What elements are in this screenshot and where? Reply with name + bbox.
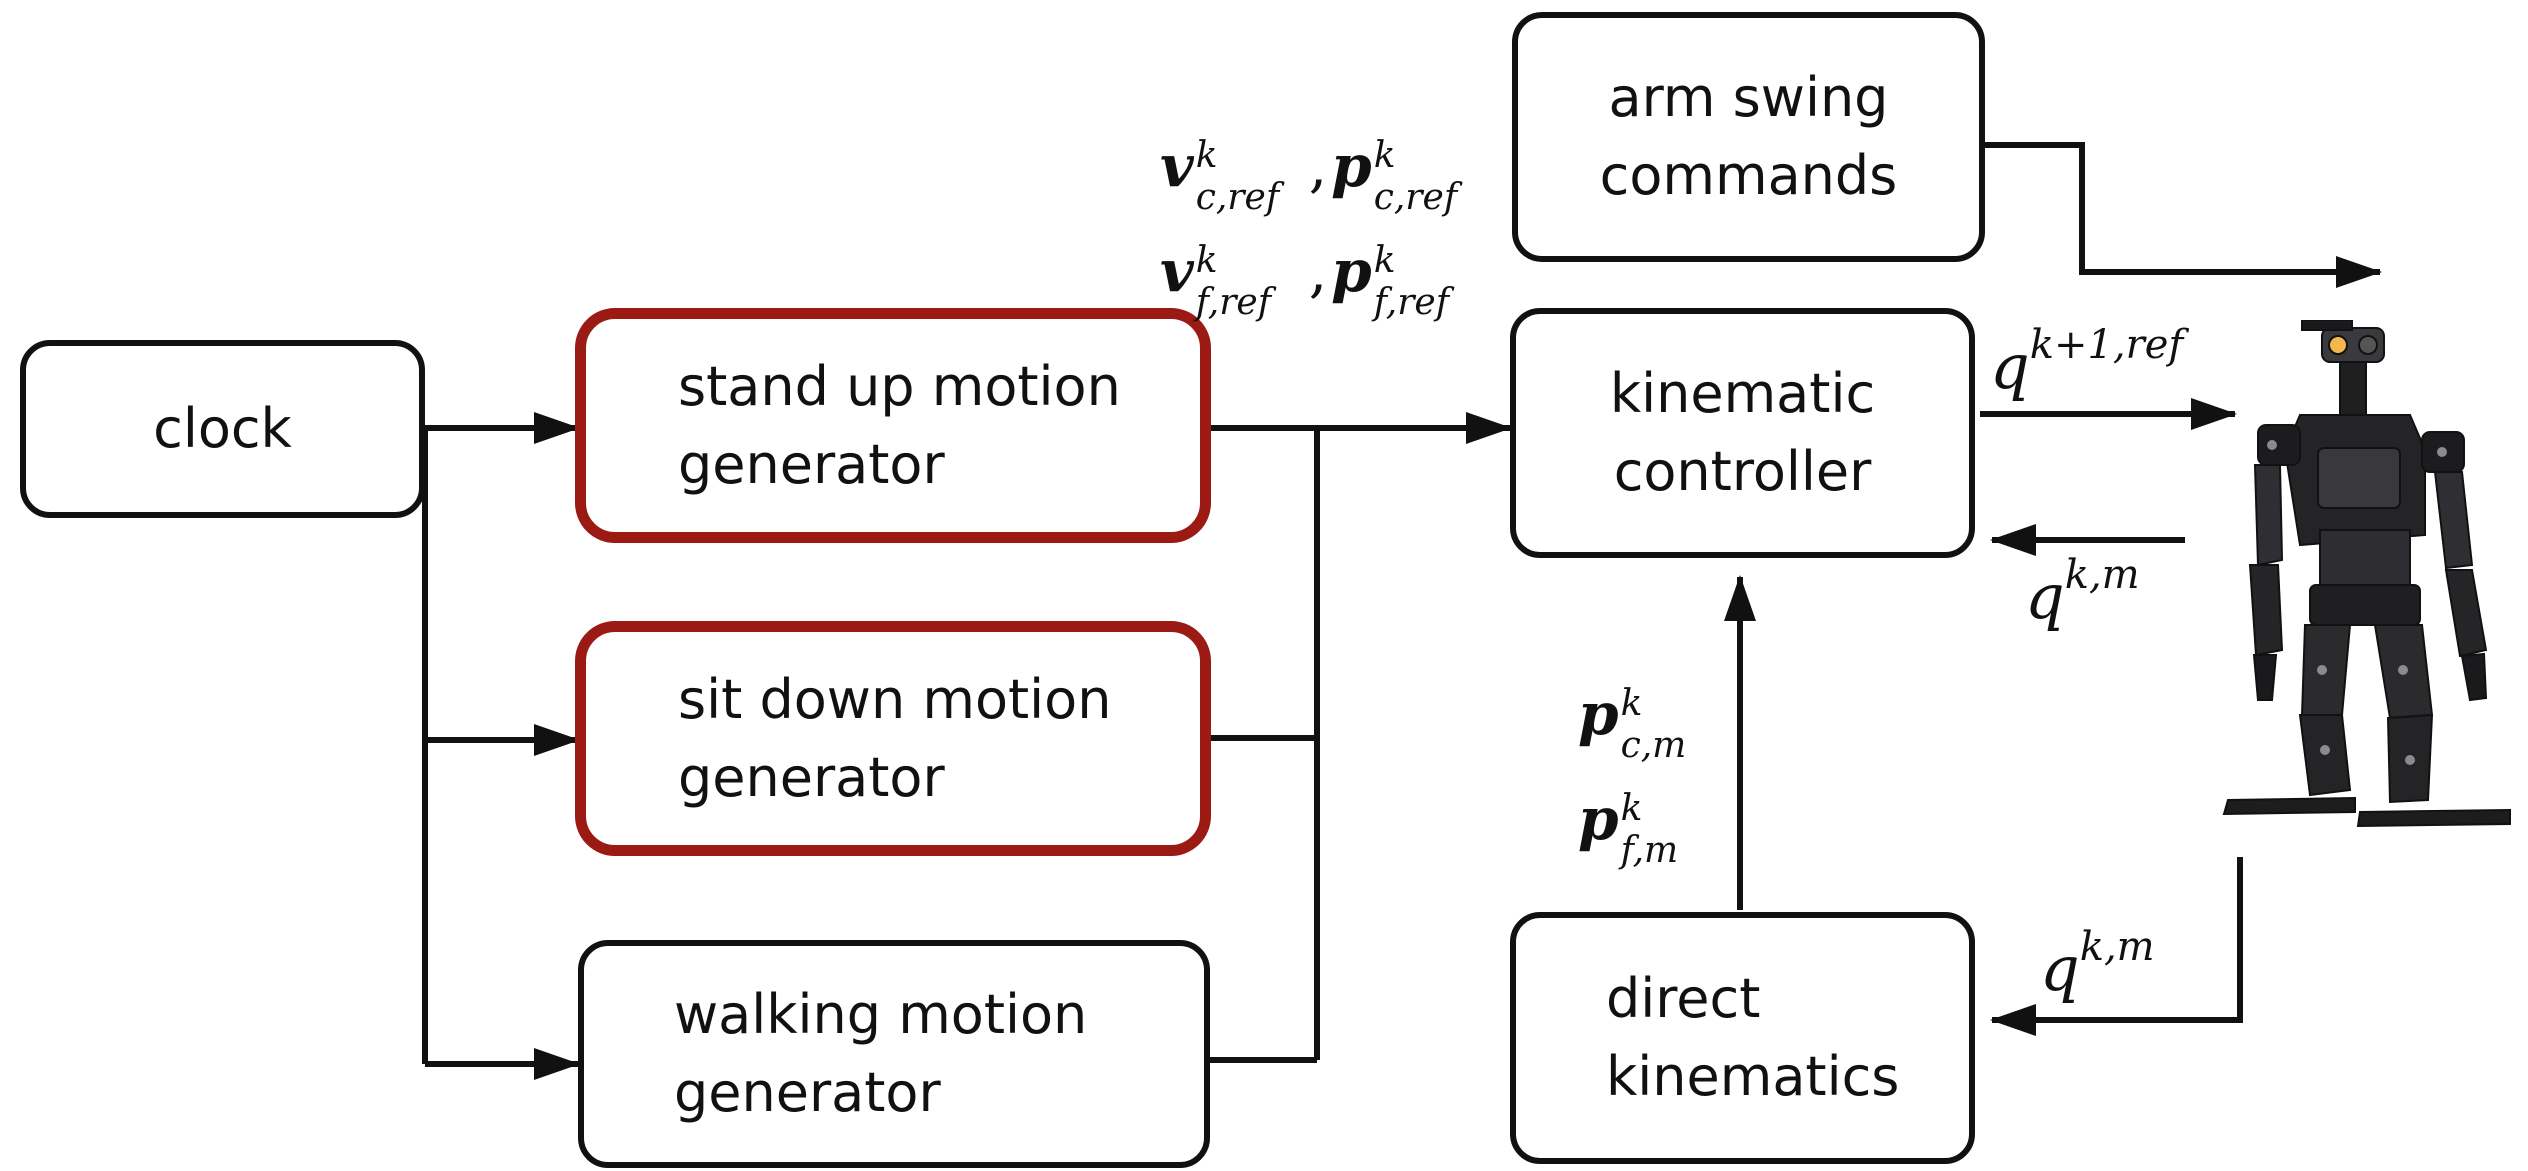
arrow-robot-to-directkin [1990, 857, 2243, 1036]
humanoid-robot-icon [2222, 320, 2511, 828]
sit-down-motion-generator-block: sit down motion generator [575, 621, 1211, 856]
sit-down-label-line1: sit down motion [678, 667, 1112, 731]
arrow-armswing-to-robot [1980, 142, 2382, 288]
arm-swing-label-line2: commands [1599, 144, 1898, 207]
stand-up-label-line2: generator [678, 432, 945, 496]
direct-kinematics-label-line1: direct [1606, 967, 1761, 1030]
direct-kinematics-label-line2: kinematics [1606, 1045, 1900, 1108]
joint-measured-label-top: qk,m [2025, 552, 2140, 633]
walking-label-line1: walking motion [674, 983, 1088, 1046]
kinematic-controller-label-line1: kinematic [1609, 362, 1876, 425]
clock-block: clock [20, 340, 425, 518]
arm-swing-commands-block: arm swing commands [1512, 12, 1985, 262]
stand-up-label-line1: stand up motion [678, 354, 1121, 418]
kinematic-controller-label-line2: controller [1613, 440, 1872, 503]
joint-reference-label: qk+1,ref [1990, 322, 2184, 403]
arm-swing-label-line1: arm swing [1608, 66, 1889, 129]
clock-label: clock [153, 397, 292, 460]
sit-down-label-line2: generator [678, 745, 945, 809]
kinematic-controller-block: kinematic controller [1510, 308, 1975, 558]
stand-up-motion-generator-block: stand up motion generator [575, 308, 1211, 543]
joint-measured-label-bottom: qk,m [2040, 924, 2155, 1005]
direct-kinematics-block: direct kinematics [1510, 912, 1975, 1164]
walking-label-line2: generator [674, 1061, 941, 1124]
walking-motion-generator-block: walking motion generator [578, 940, 1210, 1168]
